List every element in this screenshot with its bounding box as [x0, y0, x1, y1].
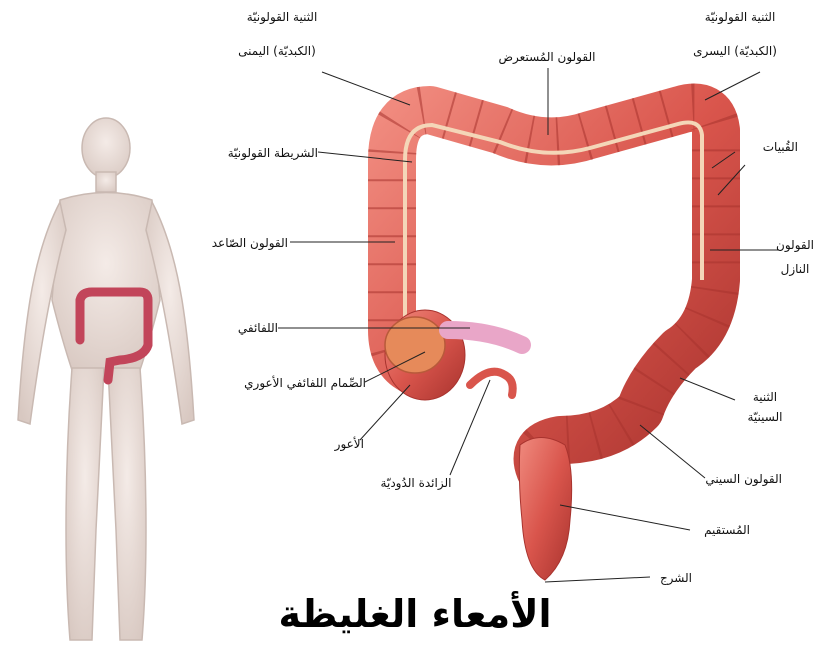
rectum-shape [519, 438, 571, 581]
label-rectum: المُستقيم [690, 523, 750, 537]
label-taenia-coli: الشريطة القولونيّة [214, 146, 318, 160]
label-descending-colon-2: النازل [768, 262, 822, 276]
label-anus: الشرج [648, 571, 692, 585]
label-hepatic-flexure-2: (الكبديّة) اليمنى [222, 44, 332, 58]
label-splenic-flexure-2: (الكبديّة) اليسرى [680, 44, 790, 58]
label-haustra: القُبيات [738, 140, 798, 154]
label-sigmoid-flexure-1: الثنية [735, 390, 795, 404]
label-ascending-colon: القولون الصّاعد [196, 236, 288, 250]
colon [385, 108, 716, 581]
label-ileocecal-valve: الصِّمام اللفائفي الأعوري [206, 376, 366, 390]
label-appendix: الزائدة الدُوديّة [366, 476, 466, 490]
label-transverse-colon: القولون المُستعرض [482, 50, 612, 64]
label-cecum: الأعور [320, 437, 364, 451]
label-hepatic-flexure-1: الثنية القولونيّة [232, 10, 332, 24]
label-sigmoid-flexure-2: السينيّة [735, 410, 795, 424]
label-ileum: اللفائفي [226, 321, 278, 335]
label-splenic-flexure-1: الثنية القولونيّة [690, 10, 790, 24]
diagram-title: الأمعاء الغليظة [250, 592, 580, 636]
label-sigmoid-colon: القولون السيني [686, 472, 782, 486]
label-descending-colon-1: القولون [768, 238, 822, 252]
